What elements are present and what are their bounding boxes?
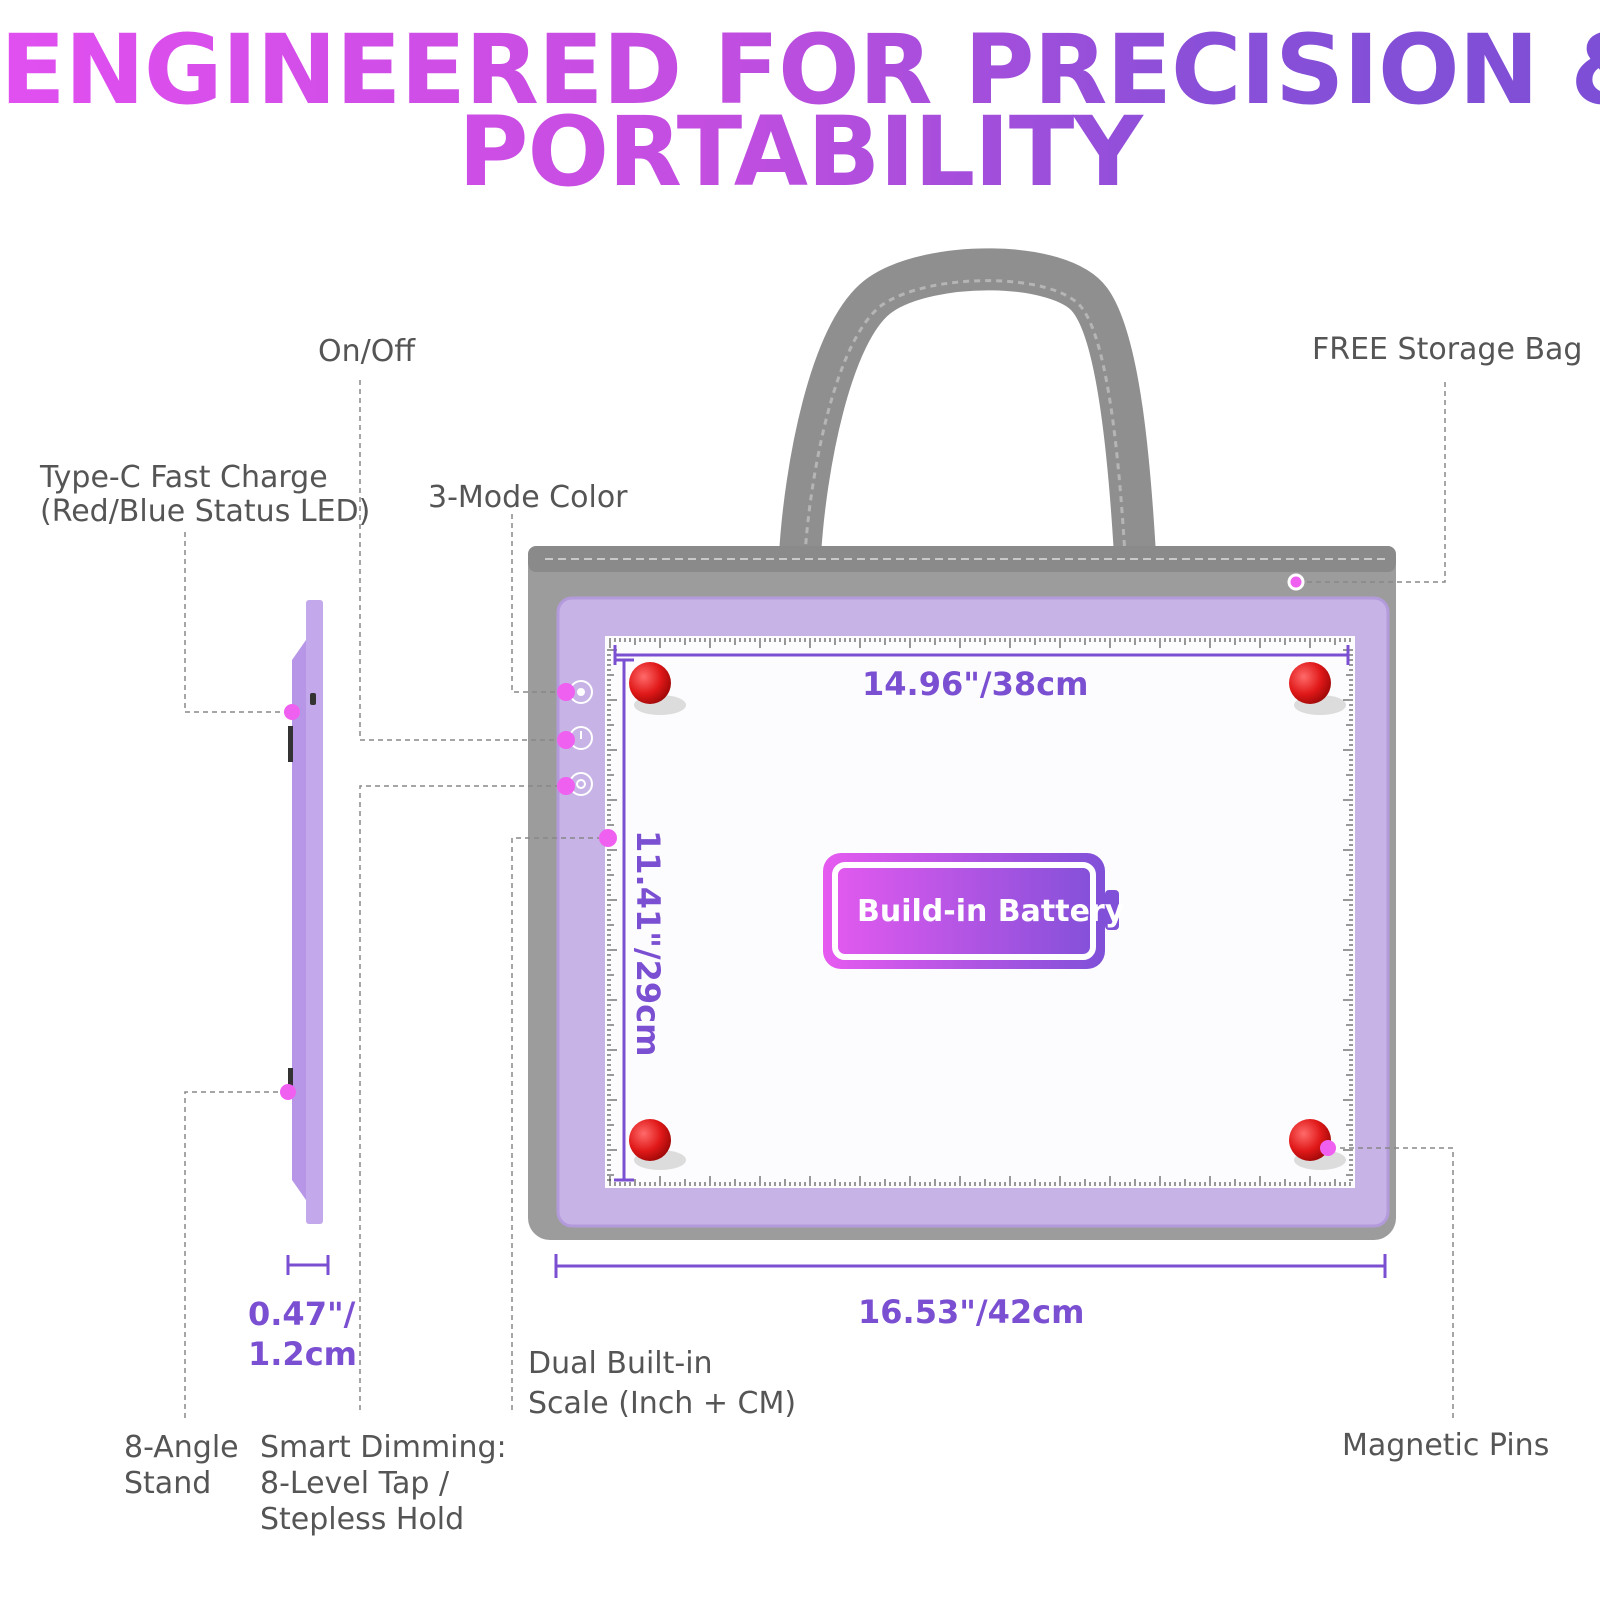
storage-bag-label: FREE Storage Bag bbox=[1312, 332, 1583, 367]
callout-markers bbox=[280, 573, 1336, 1156]
stand-label-line-2: Stand bbox=[124, 1466, 212, 1501]
headline-line-2: PORTABILITY bbox=[0, 104, 1600, 200]
battery-badge bbox=[823, 853, 1119, 969]
ruler-top bbox=[609, 638, 1351, 648]
headline-line-1: ENGINEERED FOR PRECISION & bbox=[0, 14, 1600, 126]
type-c-label-line-2: (Red/Blue Status LED) bbox=[40, 494, 371, 529]
battery-badge-label: Build-in Battery bbox=[857, 894, 1125, 929]
leader-lines bbox=[184, 380, 1454, 1418]
magnetic-pins-label: Magnetic Pins bbox=[1342, 1428, 1550, 1463]
bag-handle bbox=[779, 248, 1156, 576]
dimming-label-line-2: 8-Level Tap / bbox=[260, 1466, 450, 1501]
dual-scale-label-line-2: Scale (Inch + CM) bbox=[528, 1386, 797, 1421]
ruler-right bbox=[1343, 649, 1353, 1181]
dimming-label-line-3: Stepless Hold bbox=[260, 1502, 465, 1537]
on-off-label: On/Off bbox=[318, 334, 416, 369]
side-profile bbox=[288, 600, 323, 1224]
thickness-label-line-2: 1.2cm bbox=[248, 1335, 357, 1373]
stand-label-line-1: 8-Angle bbox=[124, 1430, 239, 1465]
inner-width-label: 14.96"/38cm bbox=[862, 665, 1089, 703]
magnetic-pin-top-right bbox=[1289, 662, 1346, 715]
ruler-bottom bbox=[609, 1176, 1351, 1186]
type-c-label-line-1: Type-C Fast Charge bbox=[40, 460, 328, 495]
dimming-label-line-1: Smart Dimming: bbox=[260, 1430, 507, 1465]
dual-scale-label-line-1: Dual Built-in bbox=[528, 1346, 713, 1381]
magnetic-pin-bottom-left bbox=[629, 1119, 686, 1170]
inner-height-label: 11.41"/29cm bbox=[629, 830, 667, 1057]
thickness-label-line-1: 0.47"/ bbox=[248, 1295, 356, 1333]
magnetic-pin-top-left bbox=[629, 662, 686, 715]
color-mode-label: 3-Mode Color bbox=[428, 480, 628, 515]
outer-width-label: 16.53"/42cm bbox=[858, 1293, 1085, 1331]
